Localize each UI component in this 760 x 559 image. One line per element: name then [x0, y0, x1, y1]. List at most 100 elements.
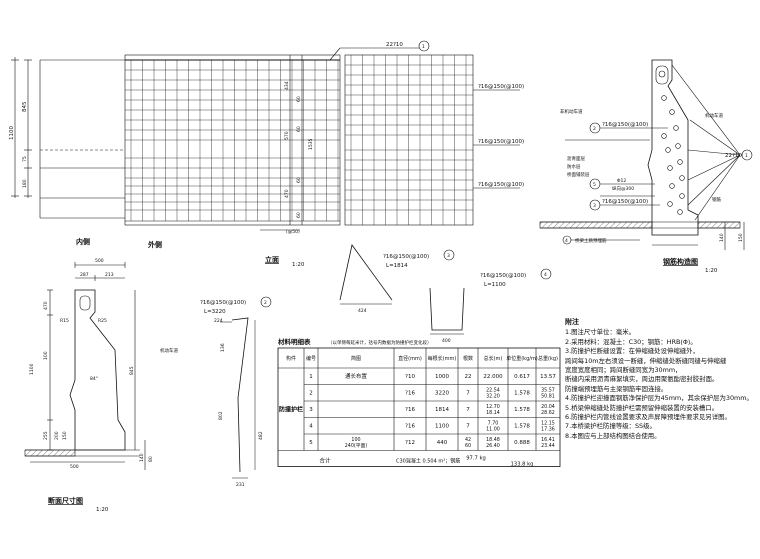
table-cell: 0.617	[514, 374, 530, 380]
shape4-label: ?16@150(@100)	[480, 273, 526, 279]
table-cell: 42	[465, 437, 471, 443]
dim-60-c: 60	[296, 177, 302, 183]
table-cell: 17.36	[541, 427, 555, 433]
table-cell: 12.70	[486, 404, 500, 410]
shape2-callout: 2	[264, 300, 267, 306]
table-cell: 1.578	[514, 407, 530, 413]
table-header-cell: 构件	[286, 355, 296, 362]
rebar-dot	[667, 165, 673, 171]
note-item: 2.采用材料：混凝土：C30；钢筋：HRB(Φ)。	[565, 337, 697, 346]
bar-shapes	[220, 244, 465, 479]
table-cell: 1100	[435, 424, 449, 430]
table-header-cell: 根数	[463, 355, 473, 362]
sec-dim-500b: 500	[70, 464, 79, 470]
table-header-cell: 编号	[306, 355, 316, 362]
table-cell: 3	[309, 407, 313, 413]
table-cell: 440	[437, 440, 448, 446]
table-total-weight-1: 97.7 kg	[466, 456, 486, 462]
rebar-detail-scale: 1:20	[705, 268, 718, 274]
table-cell: ?16	[405, 407, 415, 413]
shape2-label: ?16@150(@100)	[200, 300, 246, 306]
shape2-dim-802: 802	[218, 411, 224, 420]
elevation-rebar-label-1: ?16@150(@100)	[478, 84, 524, 90]
rebar-dot	[679, 175, 685, 181]
table-cell: 32.20	[486, 394, 500, 400]
dim-470: 470	[284, 189, 290, 198]
table-cell: 240(平面)	[345, 443, 368, 449]
table-cell: 1000	[435, 374, 449, 380]
rebar-right-lane: 机动车道	[705, 112, 723, 119]
rebar-dot	[669, 183, 675, 189]
dim-180: 180	[22, 179, 28, 188]
table-group-label: 防撞护栏	[279, 405, 303, 413]
dim-434: 434	[284, 81, 290, 90]
rebar-callout-3: 3	[593, 203, 596, 209]
shape3-length: L=1814	[386, 263, 408, 269]
material-table	[277, 347, 561, 467]
sec-dim-r15: R15	[60, 318, 69, 324]
rebar-ref-label: 钢筋	[712, 196, 721, 203]
note-item: 防撞端预埋筋与主梁钢筋牢固连接。	[565, 384, 668, 393]
dim-1535: 1535	[308, 138, 314, 150]
elevation-rebar-label-3: ?16@150(@100)	[478, 182, 524, 188]
rebar-dot	[661, 95, 667, 101]
rebar-callout-4-circle	[562, 235, 572, 245]
rebar-callout-4: 4	[565, 238, 568, 244]
table-header-cell: 简图	[351, 355, 361, 362]
inner-side-label: 内侧	[76, 237, 90, 246]
dim-75: 75	[22, 156, 28, 162]
sec-dim-200: 200	[54, 431, 60, 440]
notes-block: 附注 1.图注尺寸单位：毫米。 2.采用材料：混凝土：C30；钢筋：HRB(Φ)…	[565, 318, 755, 441]
rebar-callout-1: 1	[745, 153, 748, 159]
table-cell: 7	[466, 424, 470, 430]
sec-dim-80: 80	[148, 456, 154, 462]
table-cell: 20.04	[541, 404, 555, 410]
shape4-length: L=1100	[484, 282, 506, 288]
rebar-dot	[669, 109, 675, 115]
dim-60-b: 60	[296, 126, 302, 132]
section-view	[24, 262, 146, 470]
sec-dim-845: 845	[129, 366, 135, 375]
sec-dim-1100: 1100	[29, 363, 35, 375]
table-cell: 7	[466, 391, 470, 397]
shape3-dim-424: 424	[358, 308, 367, 314]
sec-dim-287: 287	[80, 272, 89, 278]
sec-dim-213: 213	[105, 272, 114, 278]
rebar-note-b: 防水层	[567, 163, 581, 170]
shape3-label: ?16@150(@100)	[383, 254, 429, 260]
notes-title: 附注	[565, 318, 579, 326]
sec-dim-r25: R25	[98, 318, 107, 324]
rebar-callout-1-circle	[741, 149, 753, 161]
rebar-dim-150: 150	[738, 233, 744, 242]
table-cell: 3220	[435, 391, 449, 397]
rebar-callout-5-circle	[589, 178, 601, 190]
rebar-left-lane: 非机动车道	[560, 108, 583, 115]
table-header-cell: 总重(kg)	[538, 355, 558, 362]
dim-845: 845	[22, 101, 28, 112]
rebar-callout-22: 22?10	[725, 153, 742, 159]
table-total-label: 合计	[319, 457, 331, 465]
table-cell: 5	[309, 440, 313, 446]
sec-dim-500: 500	[95, 258, 104, 264]
sec-dim-150: 150	[62, 431, 68, 440]
table-cell: 7.70	[488, 421, 499, 427]
note-item: 3.防撞护栏断缝设置：在伸缩缝处设伸缩缝外，	[565, 347, 699, 356]
table-header-cell: 单位重(kg/m)	[506, 355, 538, 362]
table-cell: 1.578	[514, 424, 530, 430]
elevation-title: 立面	[265, 255, 279, 264]
rebar-dot	[661, 133, 667, 139]
table-cell: 100	[351, 437, 360, 443]
sec-dim-255: 255	[43, 431, 49, 440]
rebar-label-5: Φ12	[617, 178, 626, 184]
shape3-callout: 3	[447, 253, 450, 259]
rebar-label-4: 桥梁土质预埋筋	[575, 237, 607, 244]
note-item: 断缝内采用沥青麻絮填实，周边用聚氨酯密封胶封面。	[565, 375, 719, 384]
table-cell: 26.40	[486, 443, 500, 449]
table-cell: ?16	[405, 391, 415, 397]
table-cell: 1	[309, 374, 313, 380]
rebar-detail-title: 钢筋构造图	[663, 257, 698, 266]
elevation-rebar-label-2: ?16@150(@100)	[478, 139, 524, 145]
table-cell: 12.15	[541, 421, 555, 427]
shape2-dim-224: 224	[214, 318, 223, 324]
table-cell: 7	[466, 407, 470, 413]
